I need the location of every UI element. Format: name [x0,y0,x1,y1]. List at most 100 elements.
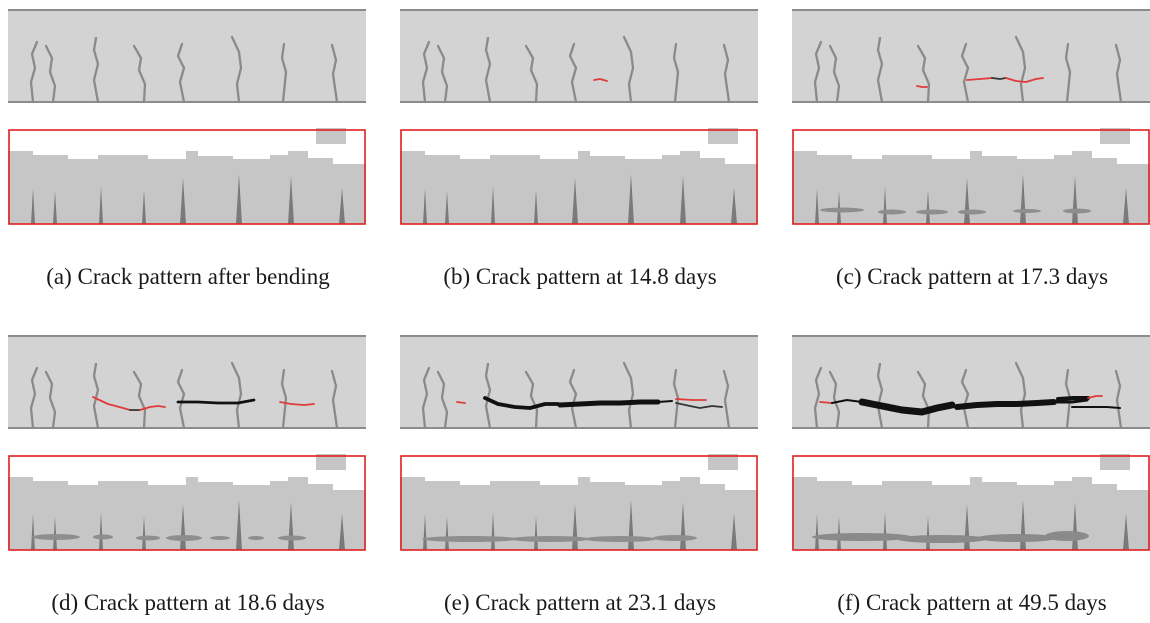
panel-b: (b) Crack pattern at 14.8 days [400,8,760,289]
crack [813,366,823,430]
crack [722,369,731,430]
crack [1014,361,1027,430]
crack [568,368,578,430]
new-crack [954,399,1057,410]
new-crack [1005,77,1044,83]
section-border [400,129,758,225]
section-view [8,454,366,551]
new-crack [991,77,1007,80]
section-view [792,128,1150,225]
flexural-cracks [421,35,731,104]
section-notch [1100,454,1130,470]
crack [828,44,841,104]
crack [813,40,823,104]
new-crack [657,400,673,403]
crack-diagram-d [8,335,366,551]
crack [828,370,841,430]
new-cracks [593,78,608,82]
new-crack [139,405,166,411]
crack [44,44,57,104]
crack [672,42,680,104]
section-fill [8,151,366,224]
caption-c: (c) Crack pattern at 17.3 days [835,264,1109,289]
beam-elevation [400,335,758,429]
crack [524,44,539,104]
caption-a: (a) Crack pattern after bending [46,264,330,289]
crack [176,368,186,430]
crack [722,43,731,104]
crack [484,362,492,430]
section-fill [400,477,758,550]
section-view [792,454,1150,551]
crack [1114,43,1123,104]
caption-d: (d) Crack pattern at 18.6 days [51,590,325,615]
section-cracks [423,174,737,224]
new-crack [675,402,723,409]
crack [29,40,39,104]
crack-diagram-e [400,335,758,551]
crack-diagram-b [400,9,758,225]
crack [230,361,243,430]
crack [29,366,39,430]
crack [916,44,931,104]
crack [436,370,449,430]
section-fill [400,151,758,224]
section-view [8,128,366,225]
section-notch [708,128,738,144]
new-crack [557,399,661,408]
section-fill [8,477,366,550]
panel-f: (f) Crack pattern at 49.5 days [792,334,1150,615]
crack [1014,35,1027,104]
new-crack [1052,398,1089,404]
section-notch [316,454,346,470]
beam-elevation [8,335,366,429]
new-cracks [92,396,315,411]
panel-d: (d) Crack pattern at 18.6 days [8,334,368,615]
crack [1064,368,1072,430]
crack [92,36,100,104]
crack [1114,369,1123,430]
new-crack [858,398,956,416]
caption-f: (f) Crack pattern at 49.5 days [837,590,1107,615]
new-cracks [819,395,1121,416]
crack [280,42,288,104]
crack [421,366,431,430]
flexural-cracks [29,361,339,430]
crack [176,42,186,104]
crack-diagram-f [792,335,1150,551]
beam-elevation [8,9,366,103]
crack [330,43,339,104]
crack-diagram-c [792,9,1150,225]
section-notch [316,128,346,144]
new-crack [456,401,466,404]
new-crack [1071,406,1121,409]
beam-elevation [792,335,1150,429]
crack-diagram-a [8,9,366,225]
new-crack [966,77,993,81]
crack [1064,42,1072,104]
crack [622,35,635,104]
crack [330,369,339,430]
new-crack [92,396,131,411]
crack [568,42,578,104]
new-cracks [916,77,1044,88]
crack [960,368,970,430]
section-view [400,454,758,551]
beam-elevation [400,9,758,103]
new-crack [831,399,863,404]
crack [436,44,449,104]
new-crack [819,401,833,404]
flexural-cracks [421,361,731,430]
new-crack [916,85,928,88]
crack [484,36,492,104]
crack [876,36,884,104]
crack [421,40,431,104]
section-crack-spread [820,207,1091,215]
panel-e: (e) Crack pattern at 23.1 days [400,334,760,615]
crack [44,370,57,430]
new-crack [279,401,315,406]
crack [524,370,539,430]
crack [876,362,884,430]
section-border [792,455,1150,551]
crack [92,362,100,430]
